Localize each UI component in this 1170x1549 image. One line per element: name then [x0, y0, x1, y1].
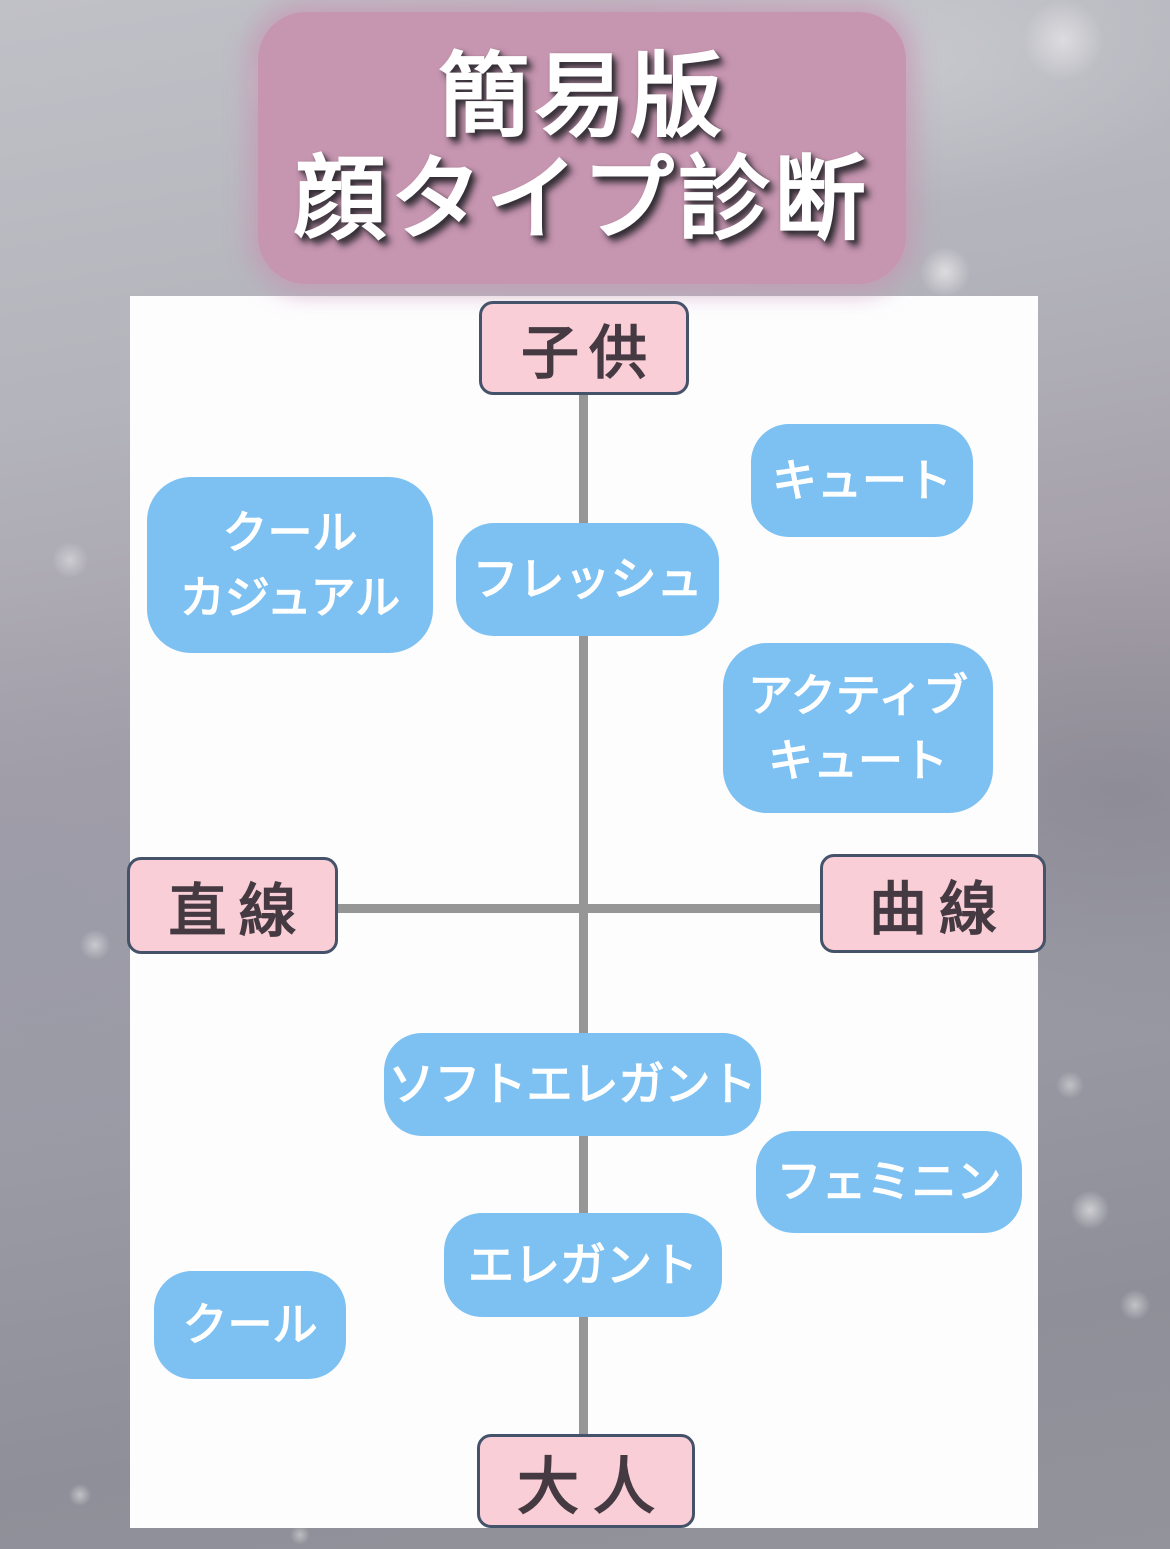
- type-label: エレガント: [468, 1237, 698, 1292]
- type-label: クール: [182, 1298, 318, 1352]
- type-label: クール: [222, 505, 358, 559]
- type-label: フレッシュ: [472, 552, 703, 607]
- type-label: キュート: [767, 734, 948, 787]
- type-box-cute: キュート: [751, 424, 973, 537]
- type-label: ソフトエレガント: [388, 1057, 757, 1112]
- axis-label-straight: 直線: [127, 857, 338, 954]
- type-box-cool: クール: [154, 1271, 346, 1379]
- type-box-fresh: フレッシュ: [456, 523, 719, 636]
- type-box-soft-elegant: ソフトエレガント: [384, 1033, 761, 1136]
- axis-label-child: 子供: [479, 301, 689, 395]
- type-label: フェミニン: [776, 1155, 1002, 1209]
- title-banner: 簡易版 顔タイプ診断: [258, 12, 906, 284]
- type-box-feminine: フェミニン: [756, 1131, 1022, 1233]
- axis-label-adult: 大人: [477, 1434, 695, 1528]
- horizontal-axis-line: [334, 904, 828, 913]
- type-box-active-cute: アクティブ キュート: [723, 643, 993, 813]
- type-label: カジュアル: [179, 571, 401, 624]
- axis-label-curve: 曲線: [820, 854, 1046, 953]
- vertical-axis-line: [579, 393, 588, 1441]
- type-box-cool-casual: クール カジュアル: [147, 477, 433, 653]
- title-line-1: 簡易版: [437, 41, 726, 150]
- type-label: キュート: [771, 453, 952, 507]
- title-line-2: 顔タイプ診断: [293, 145, 870, 253]
- type-label: アクティブ: [747, 668, 969, 722]
- type-box-elegant: エレガント: [444, 1213, 722, 1317]
